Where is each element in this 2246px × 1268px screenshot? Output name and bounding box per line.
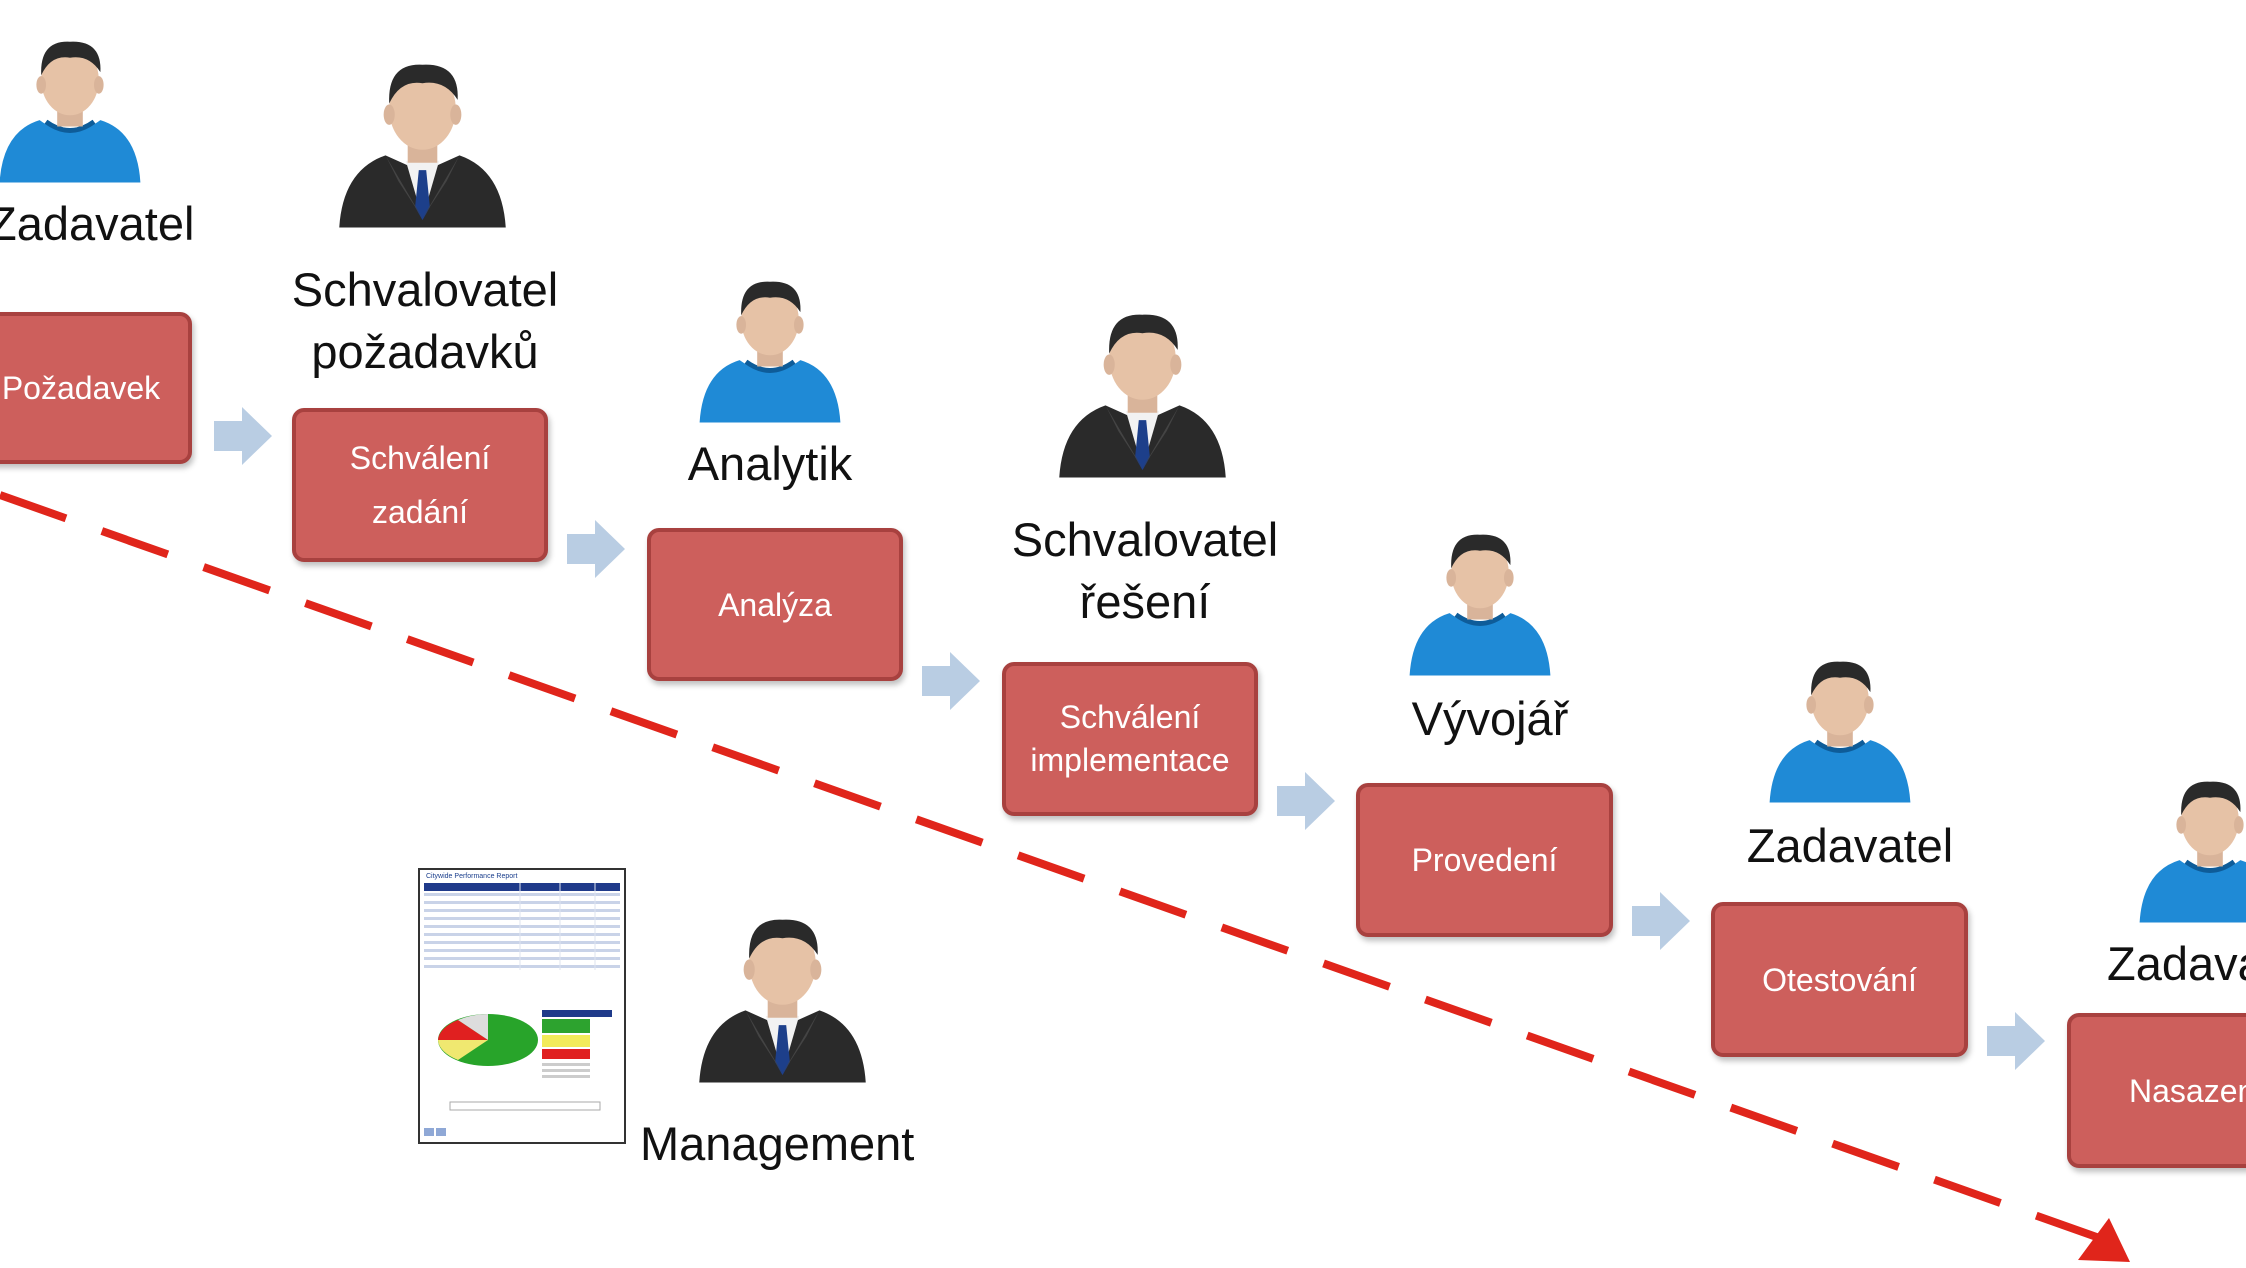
business-user-icon <box>330 25 515 245</box>
timeline-arrowhead <box>2078 1218 2130 1262</box>
step-label-line: Nasazení <box>2129 1072 2246 1109</box>
step-label-line: Provedení <box>1411 842 1558 878</box>
role-label-zadavatel: Zadavatel <box>1720 815 1980 877</box>
casual-user-icon <box>690 250 850 435</box>
role-label-line: Zadavatel <box>1746 819 1954 872</box>
report-content <box>424 883 620 1136</box>
role-label-zadavatel: Zadavatel <box>0 193 195 255</box>
report-title: Citywide Performance Report <box>426 873 518 880</box>
business-user-icon <box>1050 275 1235 495</box>
role-label-line: řešení <box>1079 575 1211 628</box>
role-label-line: Zadavatel <box>2107 937 2246 990</box>
step-box-pozadavek: Požadavek <box>0 312 192 464</box>
role-label-line: Vývojář <box>1411 692 1569 745</box>
step-box-schvaleni-implementace: Schválení implementace <box>1002 662 1258 816</box>
role-label-line: Management <box>640 1117 915 1170</box>
step-box-nasazeni: Nasazení <box>2067 1013 2246 1168</box>
right-block-arrow-icon <box>1987 1012 2045 1070</box>
step-label-line: Otestování <box>1762 961 1917 998</box>
step-box-provedeni: Provedení <box>1356 783 1613 937</box>
role-label-line: Schvalovatel <box>291 263 559 316</box>
role-label-management: Management <box>640 1113 930 1175</box>
step-label-line: Analýza <box>718 586 832 623</box>
step-label-line: implementace <box>1030 742 1230 778</box>
casual-user-icon <box>2130 750 2246 935</box>
right-block-arrow-icon <box>1277 772 1335 830</box>
timeline-line <box>0 491 2107 1244</box>
step-box-otestovani: Otestování <box>1711 902 1968 1057</box>
casual-user-icon <box>1400 503 1560 688</box>
role-label-schvalovatel-pozadavku: Schvalovatel požadavků <box>265 259 585 383</box>
right-block-arrow-icon <box>1632 892 1690 950</box>
step-label-line: zadání <box>371 494 469 530</box>
role-label-line: Zadavatel <box>0 197 195 250</box>
right-block-arrow-icon <box>214 407 272 465</box>
step-label-line: Schválení <box>1059 699 1201 735</box>
role-label-line: požadavků <box>311 325 539 378</box>
step-box-analyza: Analýza <box>647 528 903 681</box>
role-label-analytik: Analytik <box>640 433 900 495</box>
step-label-line: Požadavek <box>1 370 161 406</box>
right-block-arrow-icon <box>567 520 625 578</box>
casual-user-icon <box>0 10 150 195</box>
role-label-zadavatel: Zadavatel <box>2107 933 2246 995</box>
report-document-icon: Citywide Performance Report <box>418 868 626 1144</box>
step-box-schvaleni-zadani: Schválení zadání <box>292 408 548 562</box>
role-label-line: Analytik <box>687 437 853 490</box>
role-label-line: Schvalovatel <box>1011 513 1279 566</box>
role-label-vyvojar: Vývojář <box>1360 688 1620 750</box>
step-label-line: Schválení <box>349 440 491 476</box>
business-user-icon <box>690 880 875 1100</box>
role-label-schvalovatel-reseni: Schvalovatel řešení <box>985 509 1305 633</box>
casual-user-icon <box>1760 630 1920 815</box>
right-block-arrow-icon <box>922 652 980 710</box>
